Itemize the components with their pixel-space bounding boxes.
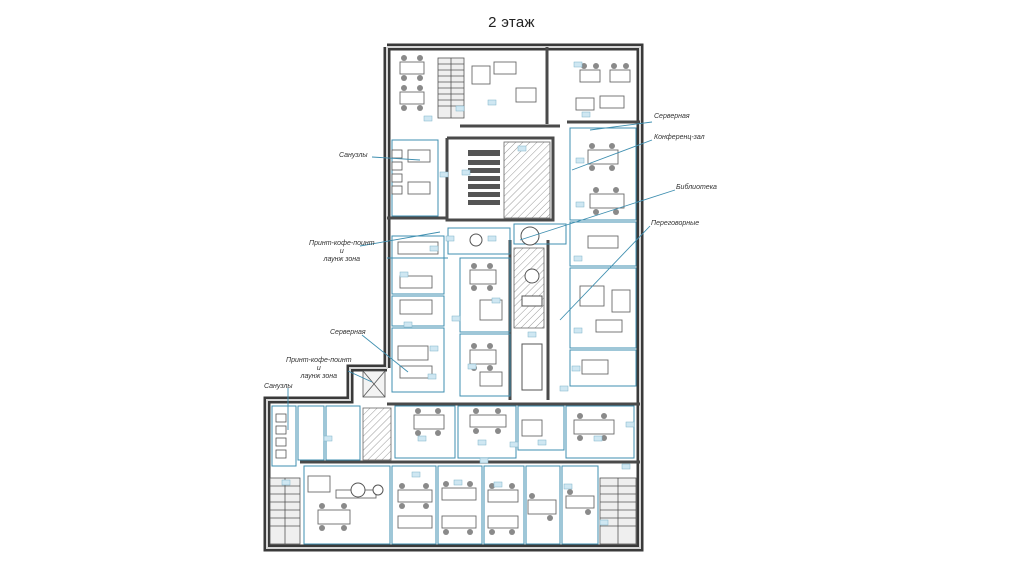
meeting-tables <box>521 295 543 391</box>
callout-print-coffee-bottom-line3: лаунж зона <box>300 373 338 380</box>
chair-markers <box>319 55 629 535</box>
callout-print-coffee-bottom-line1: Принт-кофе-поинт <box>286 357 352 364</box>
callout-restrooms-top-text: Санузлы <box>339 152 368 159</box>
callout-restrooms-bottom: Санузлы <box>264 383 293 391</box>
callout-library: Библиотека <box>676 184 717 192</box>
desk-clusters <box>307 61 631 529</box>
callout-server-room-bottom-text: Серверная <box>330 329 366 336</box>
callout-print-coffee-bottom: Принт-кофе-поинт и лаунж зона <box>286 357 352 381</box>
staircase-bottom-left <box>269 477 301 545</box>
room-number-tags <box>281 61 635 526</box>
callout-meeting-rooms-text: Переговорные <box>651 220 700 227</box>
floor-title: 2 этаж <box>488 14 535 31</box>
callout-print-coffee-top-line3: лаунж зона <box>323 256 361 263</box>
callout-restrooms-top: Санузлы <box>339 152 368 160</box>
callout-server-room-top-text: Серверная <box>654 113 690 120</box>
callout-print-coffee-top-line1: Принт-кофе-поинт <box>309 240 375 247</box>
callout-print-coffee-bottom-line2: и <box>316 365 321 372</box>
callout-server-room-bottom: Серверная <box>330 329 366 337</box>
callout-print-coffee-top-line2: и <box>339 248 344 255</box>
callout-print-coffee-top: Принт-кофе-поинт и лаунж зона <box>309 240 375 264</box>
callout-library-text: Библиотека <box>676 184 717 191</box>
callout-conference-hall: Конференц-зал <box>654 134 705 142</box>
glass-partitions <box>271 127 637 545</box>
callout-conference-hall-text: Конференц-зал <box>654 134 705 141</box>
hatched-cores <box>362 141 551 461</box>
restroom-fixtures <box>275 149 403 459</box>
callout-server-room-top: Серверная <box>654 113 690 121</box>
conference-hall-seating <box>468 150 500 205</box>
staircase-bottom-right <box>599 477 637 545</box>
callout-restrooms-bottom-text: Санузлы <box>264 383 293 390</box>
round-tables <box>350 226 540 498</box>
callout-leaders <box>287 121 676 430</box>
elevator-shaft <box>362 370 386 398</box>
callout-meeting-rooms: Переговорные <box>651 220 699 228</box>
exterior-walls-inner <box>266 46 641 549</box>
